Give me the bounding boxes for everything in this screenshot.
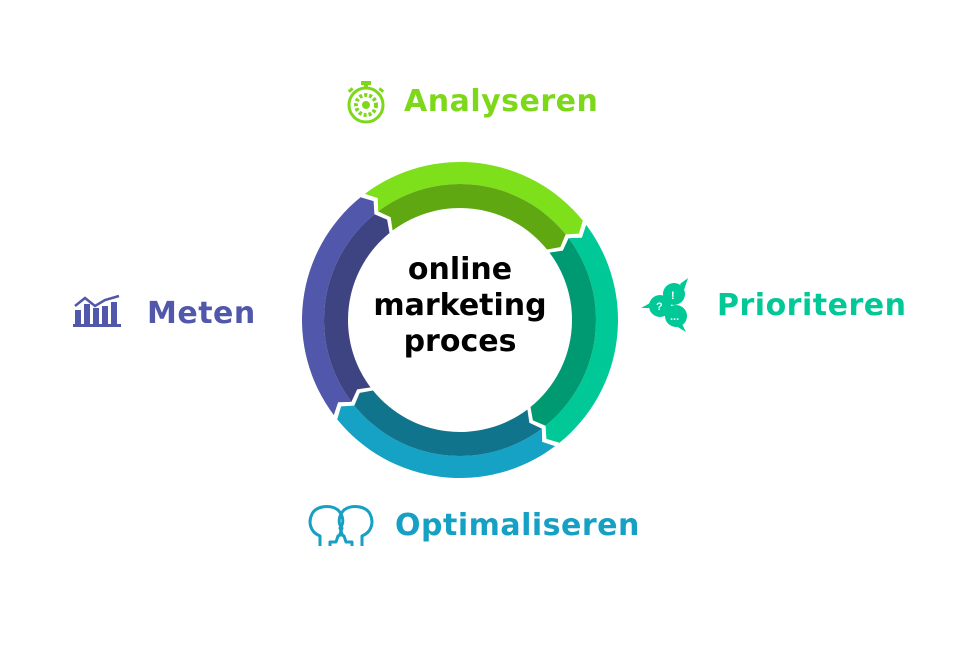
stage-label-prioriteren: Prioriteren bbox=[717, 288, 907, 323]
bar-chart-icon bbox=[73, 294, 121, 327]
svg-text:?: ? bbox=[656, 301, 663, 313]
stage-label-analyseren: Analyseren bbox=[404, 84, 599, 119]
center-title-line: marketing bbox=[373, 288, 547, 323]
svg-text:!: ! bbox=[671, 290, 675, 302]
center-title-line: online bbox=[407, 252, 513, 287]
svg-text:...: ... bbox=[670, 311, 679, 323]
ring-segment-inner-optimaliseren bbox=[354, 390, 542, 456]
ring-segment-outer-analyseren bbox=[364, 161, 583, 235]
center-title-line: proces bbox=[403, 324, 517, 359]
ring-segment-outer-prioriteren bbox=[545, 224, 619, 443]
ring-segment-outer-meten bbox=[301, 197, 375, 416]
ring-segment-outer-optimaliseren bbox=[337, 405, 556, 479]
ring-segment-inner-prioriteren bbox=[530, 238, 596, 426]
ring-segment-inner-analyseren bbox=[378, 184, 566, 250]
stage-label-meten: Meten bbox=[147, 296, 256, 331]
two-heads-icon bbox=[308, 505, 374, 546]
center-title: online marketing proces bbox=[360, 252, 560, 360]
stage-label-optimaliseren: Optimaliseren bbox=[395, 508, 640, 543]
ring-segment-inner-meten bbox=[324, 214, 390, 402]
stopwatch-gear-icon bbox=[347, 81, 385, 124]
speech-bubbles-icon: !?... bbox=[641, 278, 688, 332]
